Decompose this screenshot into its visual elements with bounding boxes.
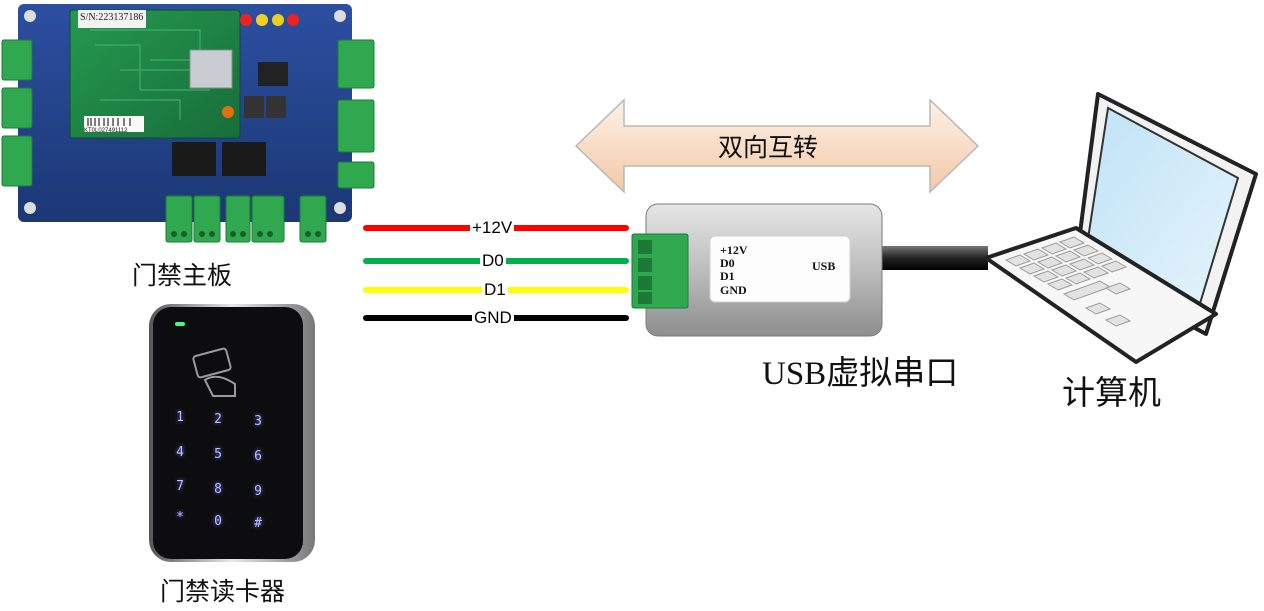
bidirectional-label: 双向互转 [718,133,819,162]
keypad-key: 9 [254,484,262,499]
panel-pin-gnd: GND [720,283,747,297]
reader-label: 门禁读卡器 [160,577,286,606]
usb-converter-illustration [631,203,988,337]
keypad-key: 6 [254,449,262,464]
keypad-key: 3 [254,414,262,429]
keypad-key: 7 [176,479,184,494]
serial-number-text: S/N:223137186 [80,12,144,23]
panel-usb-label: USB [812,259,836,273]
controller-label: 门禁主板 [132,261,233,290]
panel-pin-d0: D0 [720,256,735,270]
laptop-illustration [984,92,1258,364]
card-reader-illustration [149,304,315,562]
keypad-key: 5 [214,447,222,462]
computer-label: 计算机 [1062,373,1161,412]
keypad-key: 8 [214,482,222,497]
wire-label-gnd: GND [472,308,514,327]
keypad-key: # [254,516,262,531]
wire-label-12v: +12V [470,218,515,237]
wire-label-d0: D0 [480,251,506,270]
board-code-text: KT0L027491112 [84,128,128,134]
controller-board-illustration [1,4,375,243]
keypad-key: 0 [214,514,222,529]
converter-label: USB虚拟串口 [762,356,959,392]
panel-pin-d1: D1 [720,269,735,283]
wire-label-d1: D1 [482,280,508,299]
keypad-key: * [176,510,184,525]
bidirectional-arrow [574,98,980,194]
keypad-key: 2 [214,412,222,427]
panel-pin-12v: +12V [720,243,748,257]
keypad-key: 1 [176,410,184,425]
keypad-key: 4 [176,445,184,460]
